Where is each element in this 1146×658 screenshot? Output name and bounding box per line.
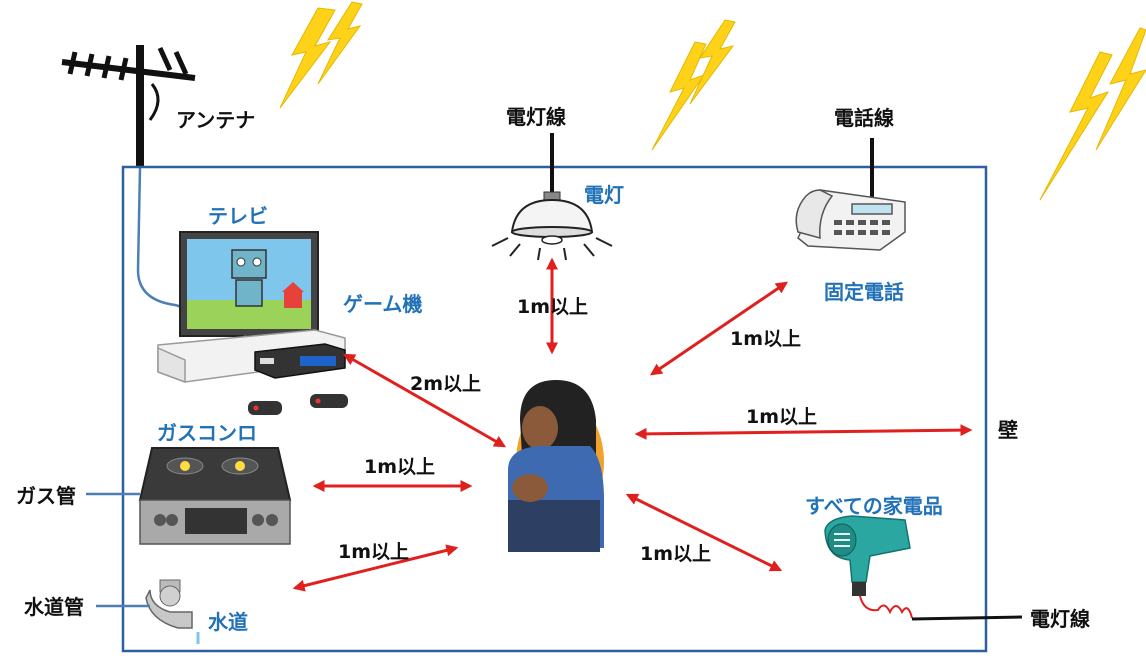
antenna-label: アンテナ (176, 108, 256, 132)
lightning-bolt-icon (279, 1, 363, 109)
hair-dryer-icon (824, 515, 913, 619)
arrow-water (292, 544, 459, 592)
arrow-appliance (625, 493, 783, 572)
game-console-icon (248, 343, 348, 415)
arrow-wall (634, 424, 973, 440)
wall-label: 壁 (998, 418, 1018, 442)
lamp-wire-label: 電灯線 (506, 105, 566, 129)
distance-game: 2m以上 (410, 373, 482, 395)
distance-phone: 1m以上 (730, 328, 802, 350)
distance-arrows (292, 257, 973, 592)
gas-pipe-label: ガス管 (16, 484, 76, 508)
appliance-wire-label: 電灯線 (1030, 607, 1090, 631)
game-console-label: ゲーム機 (343, 292, 423, 316)
phone-wire-label: 電話線 (834, 106, 894, 130)
water-faucet-icon (145, 579, 200, 644)
distance-appliance: 1m以上 (640, 543, 712, 565)
lamp-label: 電灯 (584, 183, 624, 207)
arrow-phone (650, 281, 788, 376)
landline-label: 固定電話 (824, 280, 904, 304)
lightning-bolt-icon (651, 19, 736, 151)
television-icon (179, 231, 319, 343)
room-border (121, 165, 988, 653)
distance-water: 1m以上 (338, 541, 410, 563)
water-label: 水道 (208, 610, 248, 634)
lightning-bolt-icon (1039, 27, 1146, 201)
ceiling-lamp-icon (491, 191, 613, 261)
gas-stove-label: ガスコンロ (157, 421, 257, 445)
gas-stove-icon (138, 447, 292, 545)
crouching-person-icon (508, 380, 604, 552)
appliances-label: すべての家電品 (805, 494, 943, 518)
arrow-game (342, 353, 507, 448)
tv-antenna-icon (61, 45, 196, 168)
appliance-wire (911, 615, 1023, 621)
distance-lamp: 1m以上 (517, 296, 589, 318)
telephone-icon (795, 189, 906, 251)
distance-stove: 1m以上 (364, 456, 436, 478)
water-pipe-label: 水道管 (24, 595, 84, 619)
tv-label: テレビ (208, 204, 268, 228)
tv-stand (157, 329, 346, 384)
distance-wall: 1m以上 (746, 406, 818, 428)
